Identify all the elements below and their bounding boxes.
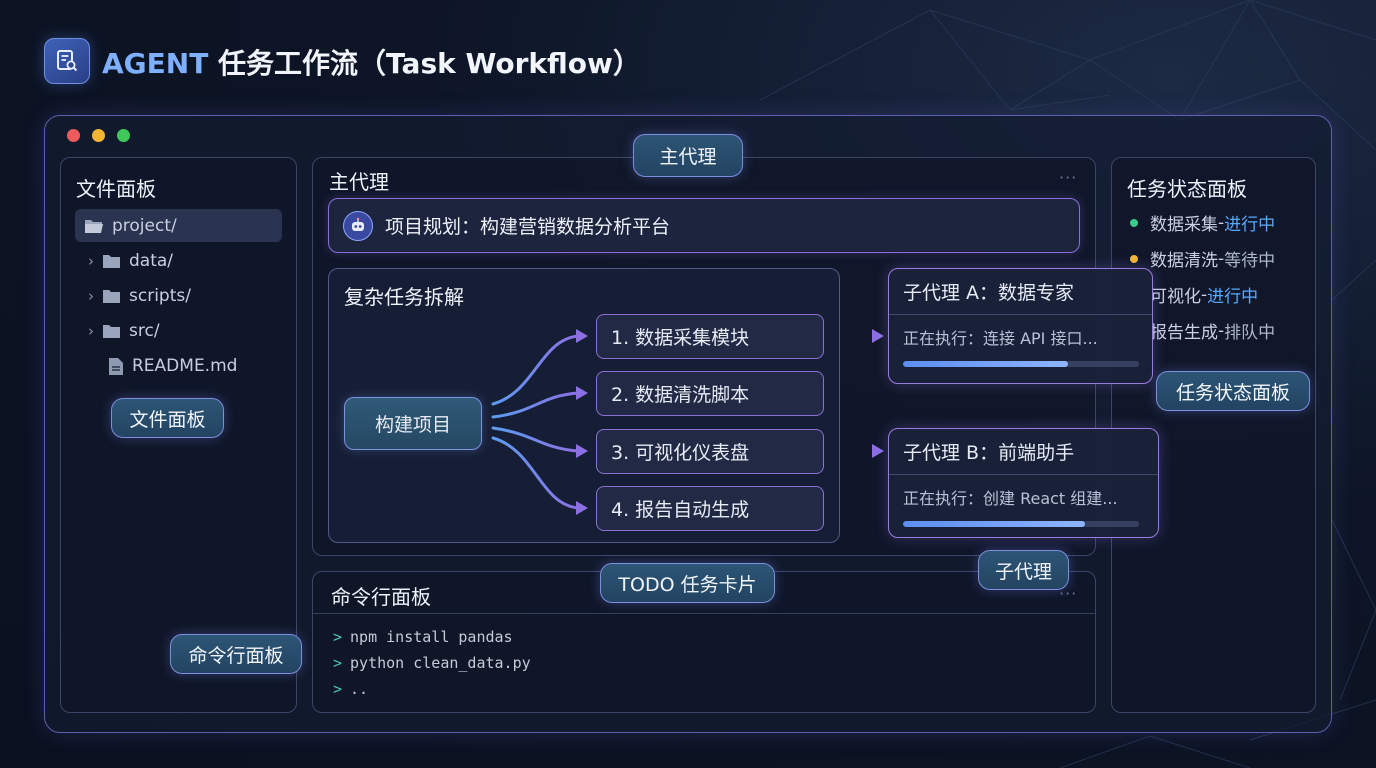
status-item-visualize: 可视化 - 进行中: [1130, 282, 1259, 308]
terminal-prompt: >: [333, 680, 343, 698]
sub-agent-b-name: 子代理 B：前端助手: [889, 429, 1158, 475]
sub-agent-b-status: 正在执行：创建 React 组建...: [903, 489, 1118, 508]
tree-item-label: scripts/: [129, 286, 191, 306]
task-card-1[interactable]: 1. 数据采集模块: [596, 314, 824, 359]
sub-agent-card-b[interactable]: 子代理 B：前端助手 正在执行：创建 React 组建...: [888, 428, 1159, 538]
task-status-badge: 任务状态面板: [1156, 371, 1310, 411]
status-sep: -: [1218, 212, 1225, 233]
arrowhead: [576, 329, 588, 343]
chevron-right-icon: ›: [88, 252, 94, 270]
status-label: 数据清洗: [1150, 251, 1218, 271]
status-dot: [1130, 218, 1138, 227]
terminal-command: python clean_data.py: [350, 654, 531, 672]
status-item-clean: 数据清洗 - 等待中: [1130, 246, 1275, 271]
status-state: 等待中: [1224, 251, 1276, 271]
terminal-line-3: >..: [333, 680, 368, 698]
status-label: 报告生成: [1150, 323, 1218, 343]
window-close-button[interactable]: [67, 129, 80, 142]
tree-item-scripts[interactable]: › scripts/: [88, 284, 191, 308]
task-status-title: 任务状态面板: [1127, 177, 1247, 201]
progress-fill: [903, 521, 1085, 527]
connector-to-task-1: [491, 334, 580, 406]
folder-icon: [103, 254, 120, 268]
status-sep: -: [1201, 284, 1208, 305]
folder-icon: [103, 289, 120, 303]
tree-item-data[interactable]: › data/: [88, 249, 173, 273]
title-accent: AGENT: [102, 47, 209, 80]
window-minimize-button[interactable]: [92, 129, 105, 142]
project-plan-bar: 项目规划：构建营销数据分析平台: [328, 198, 1080, 253]
task-card-3[interactable]: 3. 可视化仪表盘: [596, 429, 824, 474]
window-maximize-button[interactable]: [117, 129, 130, 142]
connector-to-task-4: [491, 436, 580, 510]
arrowhead: [576, 501, 588, 515]
header-document-search-icon: [44, 38, 90, 84]
task-card-4[interactable]: 4. 报告自动生成: [596, 486, 824, 531]
status-label: 可视化: [1150, 287, 1201, 307]
folder-icon: [103, 324, 120, 338]
terminal-divider: [313, 613, 1095, 614]
sub-agent-b-progress: [903, 521, 1139, 527]
sub-agent-a-progress: [903, 361, 1139, 367]
file-panel-badge: 文件面板: [111, 398, 224, 438]
sub-agent-a-name: 子代理 A：数据专家: [889, 269, 1152, 315]
chevron-right-icon: ›: [88, 287, 94, 305]
terminal-line-1: > npm install pandas: [333, 628, 513, 646]
project-plan-text: 项目规划：构建营销数据分析平台: [385, 216, 671, 238]
terminal-title: 命令行面板: [331, 585, 431, 609]
more-options-icon[interactable]: ···: [1059, 168, 1078, 187]
tree-item-readme[interactable]: README.md: [108, 354, 237, 378]
sub-agent-card-a[interactable]: 子代理 A：数据专家 正在执行：连接 API 接口...: [888, 268, 1153, 384]
task-card-2[interactable]: 2. 数据清洗脚本: [596, 371, 824, 416]
tree-item-label: README.md: [132, 356, 238, 376]
chevron-right-icon: ›: [88, 322, 94, 340]
root-node-build-project[interactable]: 构建项目: [344, 397, 482, 450]
page-title: AGENT 任务工作流（Task Workflow）: [102, 42, 641, 82]
terminal-prompt: >: [333, 628, 343, 646]
status-label: 数据采集: [1150, 215, 1218, 235]
file-panel-title: 文件面板: [76, 177, 156, 201]
terminal-prompt: >: [333, 654, 343, 672]
status-dot: [1130, 254, 1138, 263]
status-state: 进行中: [1207, 287, 1259, 307]
robot-icon: [343, 210, 373, 241]
arrowhead: [576, 386, 588, 400]
task-decomposition-title: 复杂任务拆解: [344, 285, 464, 309]
terminal-command: ..: [350, 680, 369, 698]
status-state: 进行中: [1224, 215, 1276, 235]
status-sep: -: [1218, 320, 1225, 341]
status-item-collect: 数据采集 - 进行中: [1130, 210, 1275, 235]
folder-open-icon: [85, 219, 103, 233]
terminal-more-icon[interactable]: ···: [1059, 584, 1078, 603]
main-agent-title: 主代理: [329, 170, 389, 194]
connector-to-task-2: [491, 391, 580, 419]
tree-item-label: project/: [112, 215, 177, 236]
arrowhead: [576, 444, 588, 458]
terminal-command: npm install pandas: [350, 628, 513, 646]
title-rest: 任务工作流（Task Workflow）: [208, 47, 641, 80]
status-state: 排队中: [1224, 323, 1276, 343]
progress-fill: [903, 361, 1069, 367]
status-sep: -: [1218, 248, 1225, 269]
tree-item-project[interactable]: project/: [75, 209, 282, 242]
file-icon: [109, 357, 123, 375]
connector-to-task-3: [491, 426, 580, 453]
sub-agent-badge: 子代理: [978, 550, 1069, 590]
arrowhead: [872, 329, 884, 343]
sub-agent-a-status: 正在执行：连接 API 接口...: [903, 329, 1098, 348]
todo-card-badge: TODO 任务卡片: [600, 563, 775, 603]
terminal-badge: 命令行面板: [170, 634, 302, 674]
tree-item-label: src/: [129, 321, 160, 341]
main-agent-badge: 主代理: [633, 134, 743, 177]
terminal-line-2: > python clean_data.py: [333, 654, 531, 672]
status-item-report: 报告生成 - 排队中: [1130, 318, 1276, 344]
arrowhead: [872, 444, 884, 458]
tree-item-label: data/: [129, 251, 174, 271]
tree-item-src[interactable]: › src/: [88, 319, 160, 343]
